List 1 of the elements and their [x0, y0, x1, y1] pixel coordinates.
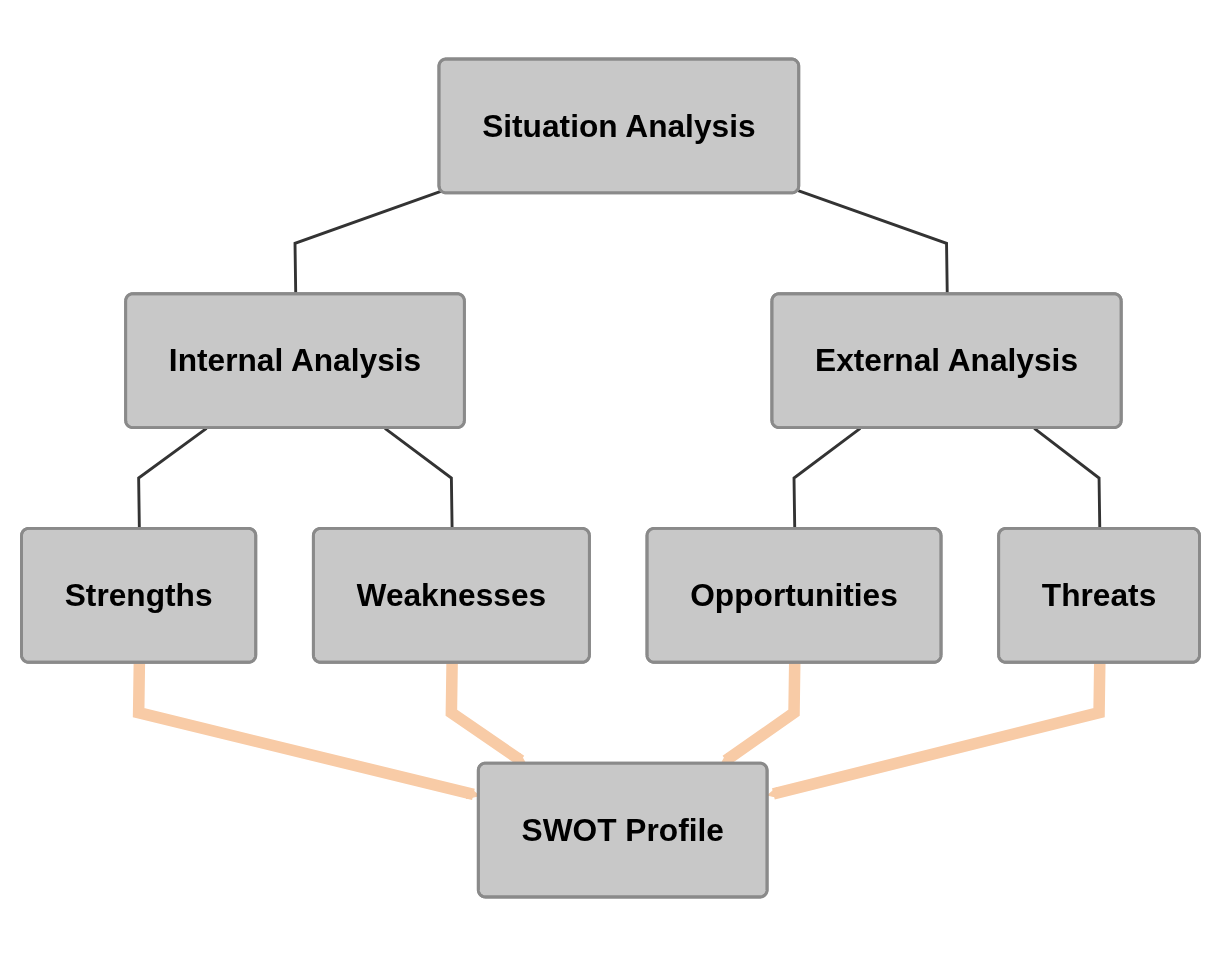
- arrow: [767, 662, 1106, 800]
